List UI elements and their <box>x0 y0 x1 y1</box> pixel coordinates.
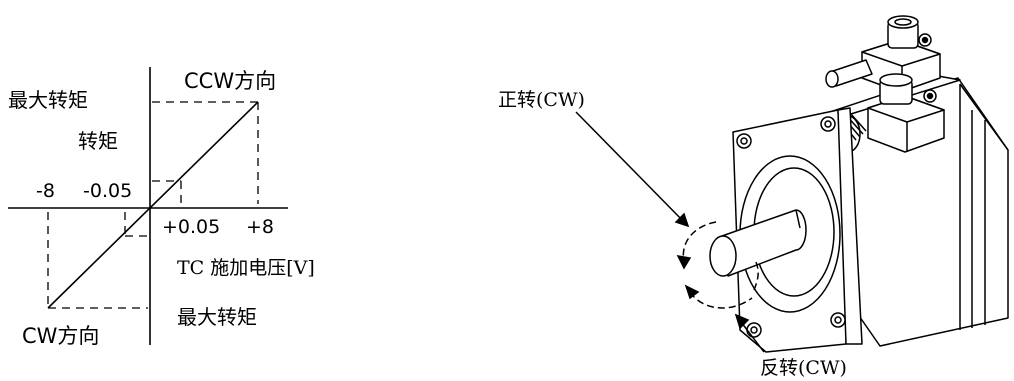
tick-label-neg8: -8 <box>36 180 55 202</box>
forward-pointer-arrow <box>575 111 689 227</box>
dashed-guides <box>47 101 259 309</box>
cw-direction-label: CW方向 <box>22 324 99 348</box>
motor-flange-edge <box>837 107 863 345</box>
rotation-arrow-upper <box>682 221 717 263</box>
torque-voltage-graph <box>8 67 288 345</box>
tick-label-pos8: +8 <box>246 216 274 238</box>
rotation-arrow-lower <box>689 291 753 309</box>
shaft-end <box>709 235 737 277</box>
reverse-rotation-label: 反转(CW) <box>760 357 847 379</box>
rotation-indicators <box>575 111 765 353</box>
voltage-axis-label: TC 施加电压[V] <box>177 257 315 279</box>
ccw-direction-label: CCW方向 <box>184 69 276 93</box>
tick-label-pos005: +0.05 <box>162 216 220 238</box>
motor-labels: 正转(CW) 反转(CW) <box>498 89 847 379</box>
torque-characteristic-line <box>47 101 259 309</box>
tick-label-neg005: -0.05 <box>83 180 132 202</box>
max-torque-ccw-label: 最大转矩 <box>8 88 88 112</box>
servo-motor-illustration <box>709 15 1009 353</box>
motor-side-ribs <box>959 83 1009 330</box>
max-torque-cw-label: 最大转矩 <box>177 305 257 329</box>
torque-axis-label: 转矩 <box>78 129 118 153</box>
graph-labels: 最大转矩 CCW方向 转矩 -8 -0.05 +0.05 +8 TC 施加电压[… <box>8 69 315 348</box>
forward-rotation-label: 正转(CW) <box>498 89 585 111</box>
motor-shaft <box>721 209 807 277</box>
